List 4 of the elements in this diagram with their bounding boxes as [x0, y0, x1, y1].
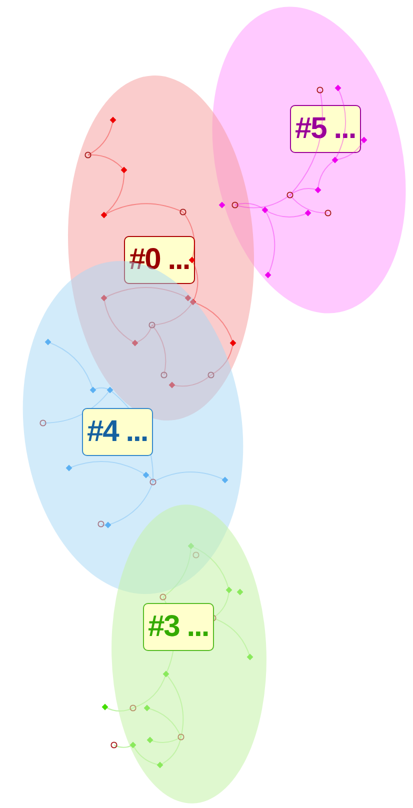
cluster-label: #4 ...	[82, 408, 153, 456]
cluster-label: #5 ...	[290, 105, 361, 153]
cluster-label: #3 ...	[143, 603, 214, 651]
cluster-label: #0 ...	[124, 236, 195, 284]
